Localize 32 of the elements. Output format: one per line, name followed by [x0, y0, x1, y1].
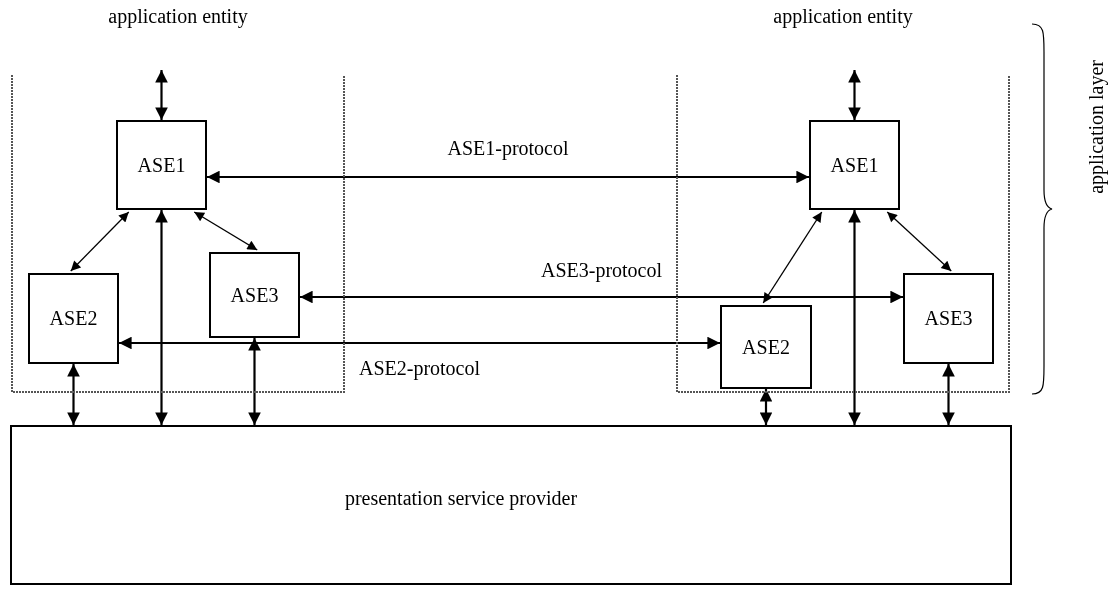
- double-arrow: [762, 211, 823, 304]
- box-label: ASE1: [830, 153, 879, 177]
- element-box: [28, 273, 119, 364]
- double-arrow: [248, 338, 261, 425]
- box-label: ASE1: [137, 153, 186, 177]
- element-box: [903, 273, 994, 364]
- element-box: [720, 305, 812, 389]
- double-arrow: [207, 170, 809, 184]
- double-arrow: [848, 70, 861, 120]
- provider-box: [10, 425, 1012, 585]
- double-arrow: [155, 70, 168, 120]
- double-arrow: [942, 364, 955, 425]
- box-label: presentation service provider: [344, 487, 578, 510]
- double-arrow: [119, 336, 720, 350]
- box-label: ASE3: [230, 283, 279, 307]
- double-arrow: [300, 290, 903, 304]
- entity-heading: application entity: [773, 5, 913, 28]
- box-label: ASE2: [742, 335, 790, 359]
- box-label: ASE3: [924, 307, 973, 330]
- double-arrow: [193, 211, 258, 251]
- element-box: [809, 120, 900, 210]
- double-arrow: [67, 364, 80, 425]
- double-arrow: [759, 389, 773, 425]
- double-arrow: [886, 211, 952, 272]
- layer-label: application layer: [1085, 60, 1108, 194]
- element-box: [116, 120, 207, 210]
- entity-heading: application entity: [108, 5, 248, 28]
- double-arrow: [70, 211, 130, 272]
- double-arrow: [155, 210, 168, 425]
- double-arrow: [848, 210, 861, 425]
- box-label: ASE2: [49, 307, 98, 330]
- element-box: [209, 252, 300, 338]
